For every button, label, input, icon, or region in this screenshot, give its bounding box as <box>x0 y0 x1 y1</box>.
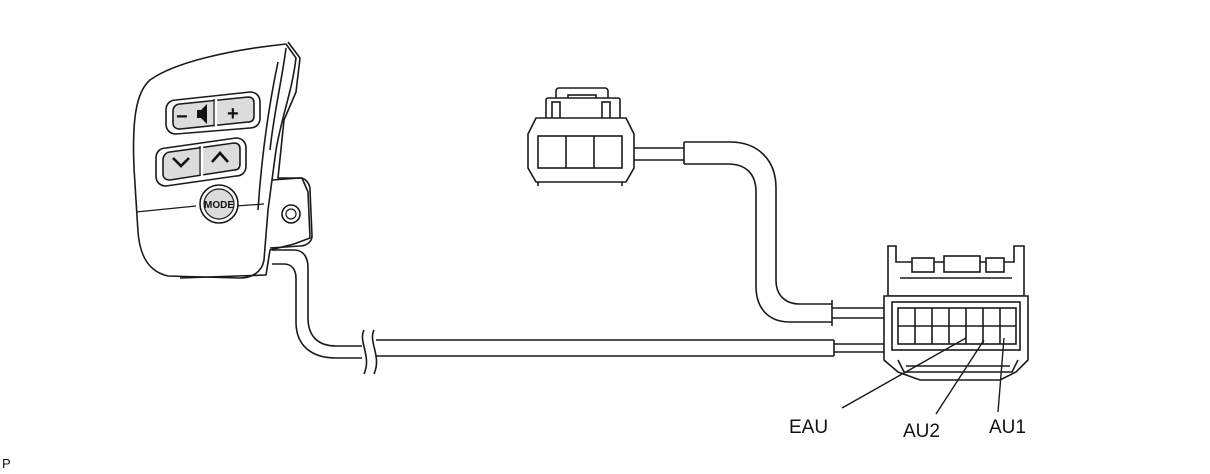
volume-plus-label: + <box>227 103 239 125</box>
small-connector-cable <box>634 141 888 326</box>
main-connector <box>883 245 1029 381</box>
volume-minus-label: − <box>176 106 188 128</box>
cable-break-mark <box>361 329 378 375</box>
mode-button-label: MODE <box>204 200 234 211</box>
switch-parting-line <box>135 203 265 213</box>
switch-face <box>132 43 297 279</box>
switch-face-inner-edge <box>257 47 287 211</box>
steering-pad-switch <box>132 41 313 279</box>
pin-leaders <box>841 337 1005 415</box>
au1-leader <box>997 337 1005 413</box>
au2-leader <box>935 339 985 415</box>
volume-buttons <box>165 91 261 135</box>
pin-label-au1: AU1 <box>989 417 1026 438</box>
mode-button: MODE <box>199 184 239 224</box>
mounting-tab <box>269 177 313 249</box>
mounting-hole <box>281 204 301 224</box>
corner-mark: P <box>2 456 11 471</box>
pin-label-au2: AU2 <box>903 421 940 442</box>
chevron-down-icon <box>172 157 190 168</box>
eau-leader <box>841 337 967 409</box>
chevron-up-icon <box>211 151 229 163</box>
speaker-icon <box>197 104 207 124</box>
switch-shell-back <box>179 41 311 279</box>
small-connector <box>527 87 635 186</box>
pin-label-eau: EAU <box>789 417 828 438</box>
switch-cable <box>272 249 888 375</box>
channel-buttons <box>155 137 247 187</box>
